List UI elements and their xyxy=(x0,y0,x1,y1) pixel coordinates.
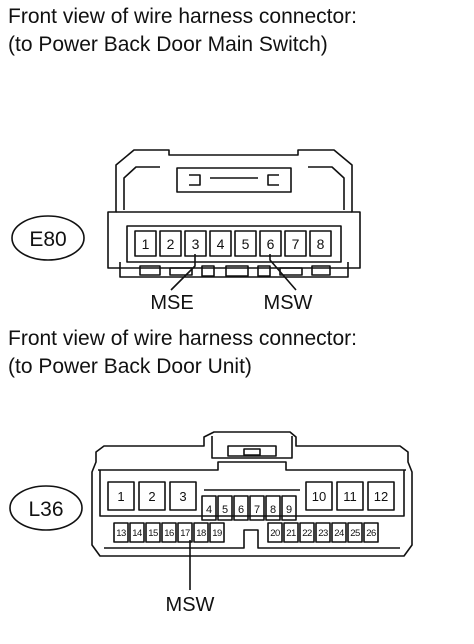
l36-pin: 18 xyxy=(196,528,206,539)
l36-id-ellipse xyxy=(9,485,83,531)
l36-cavities xyxy=(107,481,395,543)
l36-pin: 17 xyxy=(180,528,190,539)
l36-pin: 23 xyxy=(318,528,328,539)
l36-pin: 13 xyxy=(116,528,126,539)
l36-pin: 4 xyxy=(206,504,212,516)
l36-pin: 5 xyxy=(222,504,228,516)
e80-pin: 8 xyxy=(317,236,325,252)
e80-pin: 2 xyxy=(167,236,175,252)
l36-pin: 6 xyxy=(238,504,244,516)
l36-pin: 21 xyxy=(286,528,296,539)
l36-pin: 20 xyxy=(270,528,280,539)
e80-title-line2: (to Power Back Door Main Switch) xyxy=(8,33,328,56)
l36-pin: 25 xyxy=(350,528,360,539)
l36-pin: 26 xyxy=(366,528,376,539)
l36-pin: 9 xyxy=(286,504,292,516)
l36-pin: 24 xyxy=(334,528,344,539)
e80-pin: 3 xyxy=(192,236,200,252)
e80-pin: 7 xyxy=(292,236,300,252)
e80-mse-leader xyxy=(170,254,196,291)
e80-housing xyxy=(107,149,361,278)
e80-msw-leader xyxy=(269,254,297,291)
l36-pin: 7 xyxy=(254,504,260,516)
e80-signal-label: MSW xyxy=(264,292,313,314)
l36-title-line2: (to Power Back Door Unit) xyxy=(8,355,252,378)
l36-pin: 19 xyxy=(212,528,222,539)
l36-pin: 14 xyxy=(132,528,142,539)
l36-pin: 15 xyxy=(148,528,158,539)
l36-pin: 11 xyxy=(343,489,357,504)
l36-pin: 2 xyxy=(148,489,155,504)
l36-pin: 3 xyxy=(179,489,186,504)
e80-pin: 5 xyxy=(242,236,250,252)
l36-signal-label: MSW xyxy=(166,594,215,616)
l36-pin: 16 xyxy=(164,528,174,539)
l36-pin: 22 xyxy=(302,528,312,539)
e80-pin: 6 xyxy=(267,236,275,252)
l36-title-line1: Front view of wire harness connector: xyxy=(8,327,357,350)
e80-id-ellipse xyxy=(11,215,85,261)
e80-pin: 4 xyxy=(217,236,225,252)
e80-pin: 1 xyxy=(142,236,150,252)
l36-connector-id: L36 xyxy=(28,498,63,521)
l36-pin: 1 xyxy=(117,489,124,504)
l36-pin: 12 xyxy=(374,489,388,504)
l36-pin: 10 xyxy=(312,489,326,504)
e80-connector-id: E80 xyxy=(29,228,66,251)
e80-title-line1: Front view of wire harness connector: xyxy=(8,5,357,28)
l36-pin: 8 xyxy=(270,504,276,516)
l36-housing xyxy=(91,431,413,557)
e80-signal-label: MSE xyxy=(150,292,193,314)
e80-cavities xyxy=(134,230,332,257)
